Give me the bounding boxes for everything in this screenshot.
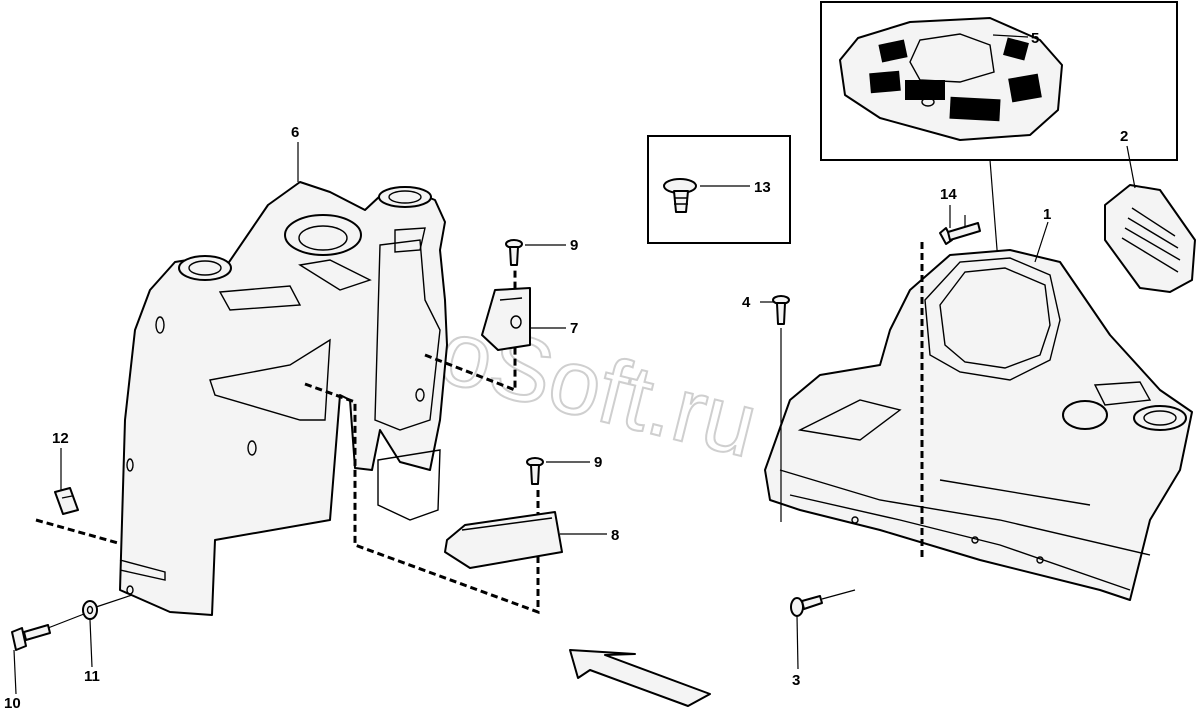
label-8: 8 — [611, 527, 619, 544]
label-14: 14 — [940, 186, 957, 203]
label-11: 11 — [84, 668, 100, 685]
part-6-front-frame — [119, 181, 448, 616]
fastener-line-12 — [35, 518, 119, 545]
label-7: 7 — [570, 320, 578, 337]
part-4-screw — [772, 295, 790, 325]
part-3-screw — [790, 595, 823, 617]
part-12-clip — [54, 487, 79, 515]
bolt-axis-line — [47, 613, 85, 629]
inset-5-pointer — [989, 159, 999, 263]
washer-axis-line — [95, 594, 133, 608]
part-9-screw-upper — [505, 239, 523, 266]
label-13: 13 — [754, 179, 771, 196]
vent-slots — [869, 37, 1042, 122]
label-4: 4 — [742, 294, 751, 311]
leader-lines — [13, 34, 1136, 695]
part-2-grille — [1104, 184, 1196, 293]
label-10: 10 — [4, 695, 21, 712]
screw-3-axis-line — [821, 589, 856, 600]
part-13-clip — [663, 178, 697, 213]
part-10-bolt — [11, 624, 51, 651]
label-3: 3 — [792, 672, 800, 689]
part-11-washer — [82, 600, 98, 620]
forward-arrow-icon — [569, 649, 711, 707]
label-5: 5 — [1031, 30, 1039, 47]
part-14-bolt — [939, 222, 981, 245]
part-5-instrument-bezel — [839, 17, 1063, 141]
label-2: 2 — [1120, 128, 1128, 145]
label-1: 1 — [1043, 206, 1051, 223]
label-6: 6 — [291, 124, 299, 141]
label-9-upper: 9 — [570, 237, 578, 254]
part-1-instrument-housing — [764, 249, 1193, 601]
part-9-screw-lower — [526, 457, 544, 485]
label-9-lower: 9 — [594, 454, 602, 471]
part-8-trim — [444, 511, 563, 569]
part-7-bracket — [481, 287, 531, 351]
fastener-line-8 — [304, 382, 540, 615]
label-12: 12 — [52, 430, 69, 447]
